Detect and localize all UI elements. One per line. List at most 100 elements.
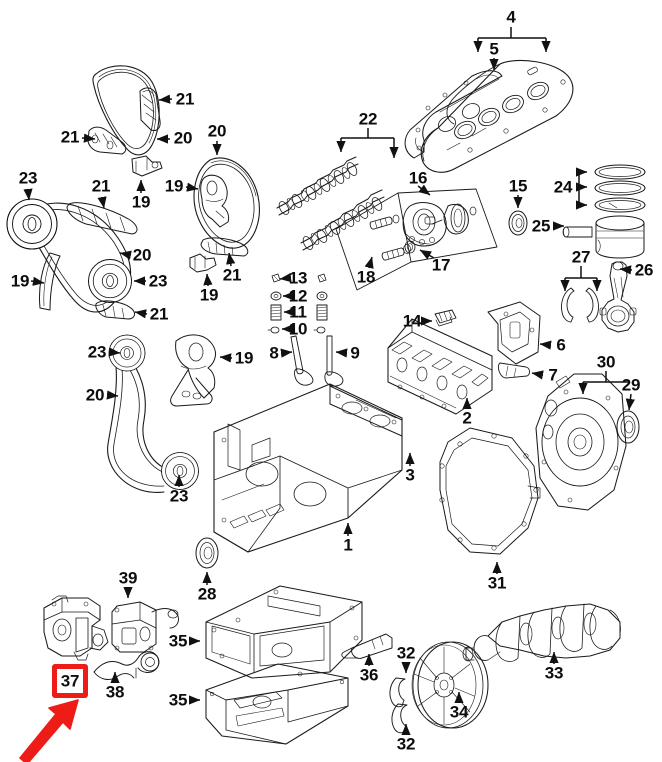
pump-body-17 xyxy=(402,202,477,254)
callout-39: 39 xyxy=(118,568,138,588)
valve-seal-10-b xyxy=(313,326,326,334)
chain-guide-21-d xyxy=(66,202,138,235)
callout-19: 19 xyxy=(199,285,219,305)
callout-25: 25 xyxy=(531,216,551,236)
valve-cover-4 xyxy=(420,59,574,173)
callout-21: 21 xyxy=(222,265,242,285)
chain-guide-21-c xyxy=(200,237,249,257)
sprocket-23-b-teeth xyxy=(88,259,132,303)
bracket-leaders xyxy=(336,27,630,395)
callout-32: 32 xyxy=(396,643,416,663)
callout-20: 20 xyxy=(173,128,193,148)
valve-keeper-13-b xyxy=(317,273,327,283)
chain-guide-21-a xyxy=(139,87,161,131)
camshaft-22-a xyxy=(276,156,359,216)
sealant-tube-36 xyxy=(341,633,393,659)
oil-pump-37 xyxy=(43,595,109,661)
callout-29: 29 xyxy=(621,375,641,395)
callout-34: 34 xyxy=(449,702,469,722)
valve-cover-gasket-5 xyxy=(404,70,503,159)
seal-15 xyxy=(508,210,528,236)
callout-32: 32 xyxy=(396,734,416,754)
piston-pin-25 xyxy=(562,226,593,238)
cylinder-head-2 xyxy=(387,318,493,415)
callout-21: 21 xyxy=(149,304,169,324)
oil-pan-upper-35 xyxy=(205,585,363,679)
callout-6: 6 xyxy=(556,335,566,355)
callout-30: 30 xyxy=(596,352,616,372)
bolt-18-a xyxy=(369,214,400,230)
callout-19: 19 xyxy=(131,192,151,212)
callout-8: 8 xyxy=(269,343,279,363)
chain-guide-19-big xyxy=(170,334,216,407)
callout-12: 12 xyxy=(288,286,308,306)
callout-16: 16 xyxy=(408,168,428,188)
main-bearing-32-b xyxy=(391,703,408,734)
callout-35: 35 xyxy=(168,631,188,651)
tensioner-19-a xyxy=(131,155,163,177)
callout-3: 3 xyxy=(405,465,415,485)
camshaft-22-b xyxy=(300,189,385,251)
valve-retainer-12-b xyxy=(316,291,328,301)
callout-11: 11 xyxy=(289,302,307,322)
connecting-rod-26 xyxy=(599,261,637,333)
callout-20: 20 xyxy=(85,385,105,405)
callout-19: 19 xyxy=(234,348,254,368)
callout-1: 1 xyxy=(343,535,353,555)
callout-10: 10 xyxy=(288,319,308,339)
chain-guide-21-e xyxy=(95,300,136,320)
rod-bearings-27 xyxy=(561,287,599,323)
callout-27: 27 xyxy=(571,247,591,267)
head-gasket-3 xyxy=(329,385,403,437)
callout-36: 36 xyxy=(359,665,379,685)
front-seal-28 xyxy=(195,537,219,569)
callout-4: 4 xyxy=(506,7,516,27)
rear-cover-gasket-31 xyxy=(439,427,541,555)
module-39 xyxy=(111,601,179,653)
leader-lines xyxy=(23,58,635,736)
callout-17: 17 xyxy=(431,255,451,275)
callout-28: 28 xyxy=(197,584,217,604)
timing-chain-upper-right xyxy=(193,157,260,249)
main-bearing-32-a xyxy=(389,677,406,708)
callout-33: 33 xyxy=(544,663,564,683)
bracket-6 xyxy=(487,301,541,365)
callout-7: 7 xyxy=(548,365,558,385)
callout-15: 15 xyxy=(508,176,528,196)
oil-pickup-38 xyxy=(93,651,160,680)
bearing-cap-14 xyxy=(434,309,457,327)
dowel-7 xyxy=(497,362,530,379)
timing-chain-upper-left xyxy=(92,65,160,156)
callout-20: 20 xyxy=(207,121,227,141)
valve-spring-11-b xyxy=(316,304,328,321)
pump-group-box-16 xyxy=(335,188,498,291)
callout-23: 23 xyxy=(148,271,168,291)
callout-23: 23 xyxy=(18,168,38,188)
callout-14: 14 xyxy=(402,311,422,331)
callout-21: 21 xyxy=(91,176,111,196)
callout-9: 9 xyxy=(350,343,360,363)
intake-valve-8 xyxy=(290,335,314,386)
callout-37: 37 xyxy=(60,671,80,691)
callout-20: 20 xyxy=(132,245,152,265)
tensioner-19-c xyxy=(189,253,217,273)
callout-31: 31 xyxy=(487,573,507,593)
callout-23: 23 xyxy=(87,342,107,362)
callout-18: 18 xyxy=(356,267,376,287)
callout-19: 19 xyxy=(10,271,30,291)
chain-guide-19-long xyxy=(39,252,61,311)
timing-chain-left-middle xyxy=(29,202,132,313)
callout-22: 22 xyxy=(358,109,378,129)
callout-21: 21 xyxy=(60,127,80,147)
callout-19: 19 xyxy=(164,176,184,196)
callout-26: 26 xyxy=(634,260,654,280)
valve-seal-10-a xyxy=(267,326,280,334)
callout-2: 2 xyxy=(462,408,472,428)
callout-21: 21 xyxy=(175,89,195,109)
exhaust-valve-9 xyxy=(324,335,344,387)
engine-block-1 xyxy=(213,383,403,553)
bellhousing-30 xyxy=(535,373,627,511)
callout-35: 35 xyxy=(168,690,188,710)
